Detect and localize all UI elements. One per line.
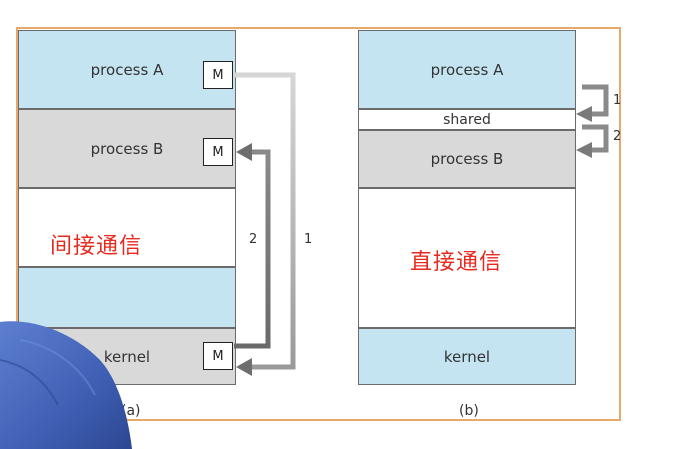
shared-label: shared [443,111,491,128]
indirect-communication-text: 间接通信 [50,234,143,259]
mailbox-label: M [212,67,224,83]
arrow-1-label: 1 [304,232,313,247]
caption-b: (b) [459,403,479,419]
memory-block-blue [18,267,236,328]
arrow-2-path [234,143,271,349]
mailbox-process-b: M [203,138,233,166]
arrow-2-b-path [576,124,609,158]
arrow-1-path [234,72,296,376]
free-memory-block-b [358,188,576,328]
process-a-label: process A [90,60,164,79]
process-b-block-b: process B [358,130,576,188]
shared-memory-block: shared [358,109,576,130]
caption-a: (a) [121,403,141,419]
kernel-label: kernel [103,347,151,366]
arrow-1-head [236,358,252,376]
arrow-2-label-b: 2 [613,129,622,144]
arrow-2-b-head [576,142,592,158]
arrow-2-label: 2 [249,232,258,247]
process-a-block: process A [18,30,236,109]
presenter-shoulder [0,321,132,449]
kernel-label-b: kernel [443,347,491,366]
arrow-2-head [236,143,252,161]
process-a-label-b: process A [430,60,504,79]
kernel-block-b: kernel [358,328,576,385]
arrow-1-label-b: 1 [613,93,622,108]
mailbox-label: M [212,144,224,160]
free-memory-block [18,188,236,267]
arrow-1-b-head [576,106,592,122]
slide-frame [16,27,621,421]
mailbox-process-a: M [203,61,233,89]
arrow-1-b-path [576,84,609,122]
process-b-block: process B [18,109,236,188]
process-a-block-b: process A [358,30,576,109]
process-b-label: process B [90,139,164,158]
mailbox-kernel: M [203,342,233,370]
direct-communication-text: 直接通信 [410,250,503,275]
process-b-label-b: process B [430,150,504,168]
mailbox-label: M [212,348,224,364]
